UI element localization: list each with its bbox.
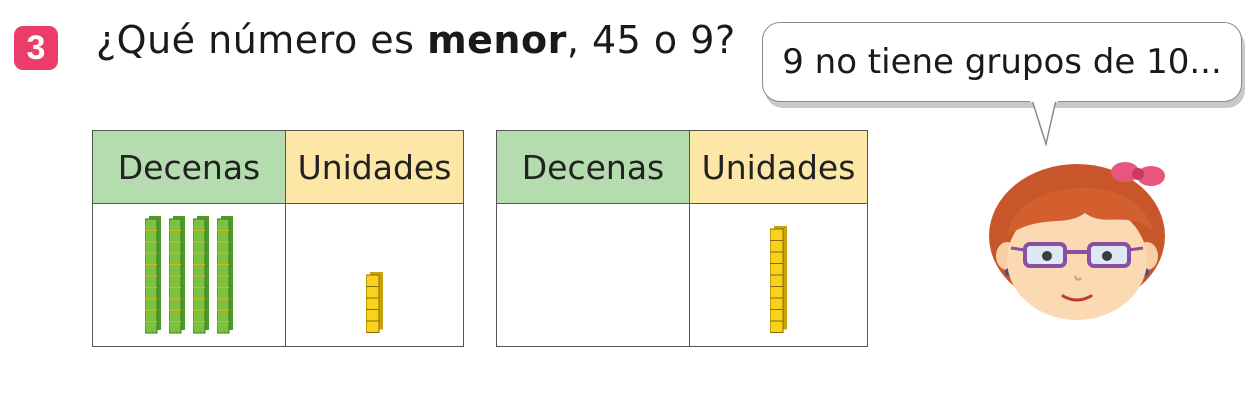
unit-cube [769, 297, 783, 310]
exercise-number-badge: 3 [14, 26, 58, 70]
girl-character-illustration [989, 162, 1165, 320]
unit-cube [769, 285, 783, 298]
tens-rod-block [192, 216, 209, 334]
unit-cube [365, 274, 379, 287]
unit-cube [769, 274, 783, 287]
ones-cell [285, 203, 464, 347]
unit-cube [769, 239, 783, 252]
unit-cube [365, 285, 379, 298]
tens-cell [496, 203, 690, 347]
ones-header: Unidades [689, 130, 868, 204]
ones-cell [689, 203, 868, 347]
question-text: ¿Qué número es menor, 45 o 9? [96, 18, 736, 62]
unit-cube [769, 251, 783, 264]
ones-header: Unidades [285, 130, 464, 204]
ones-cubes-stack [769, 225, 787, 333]
tens-rod-block [168, 216, 185, 334]
unit-cube [769, 262, 783, 275]
unit-cube [769, 228, 783, 241]
unit-cube [365, 297, 379, 310]
question-bold-word: menor [427, 18, 567, 62]
speech-bubble-tail [1030, 100, 1058, 147]
unit-cube [769, 308, 783, 321]
place-value-table-45: Decenas Unidades [92, 130, 464, 347]
tens-cell [92, 203, 286, 347]
unit-cube [769, 320, 783, 333]
speech-bubble: 9 no tiene grupos de 10... [762, 22, 1242, 102]
unit-cube [365, 320, 379, 333]
hair-bow-icon [1111, 162, 1165, 186]
glasses-icon [1010, 242, 1144, 268]
question-prefix: ¿Qué número es [96, 18, 428, 62]
tens-header: Decenas [92, 130, 286, 204]
unit-cube [365, 308, 379, 321]
tens-rod-block [216, 216, 233, 334]
tens-rods-group [93, 216, 285, 346]
ones-cubes-stack [365, 271, 383, 333]
question-suffix: , 45 o 9? [566, 18, 736, 62]
ones-cubes-group [286, 271, 463, 347]
tens-header: Decenas [496, 130, 690, 204]
ones-cubes-group [690, 225, 867, 347]
tens-rod-block [144, 216, 161, 334]
speech-bubble-text: 9 no tiene grupos de 10... [782, 42, 1222, 82]
tens-rods-group [497, 334, 689, 346]
place-value-table-9: Decenas Unidades [496, 130, 868, 347]
